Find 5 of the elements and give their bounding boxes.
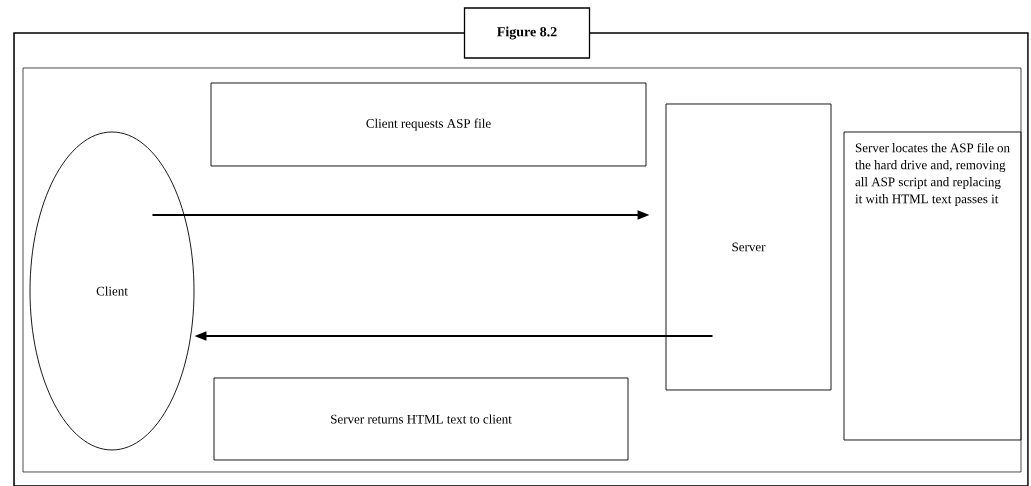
process-box: Server returns HTML text to client bbox=[213, 377, 629, 461]
figure-title: Figure 8.2 bbox=[463, 7, 591, 59]
description-box: Server locates the ASP file on the hard drive and, removing all ASP script and replacing it with HTML text passes it bbox=[843, 131, 1022, 441]
process-box: Server bbox=[665, 103, 832, 391]
process-box: Client requests ASP file bbox=[210, 82, 647, 167]
